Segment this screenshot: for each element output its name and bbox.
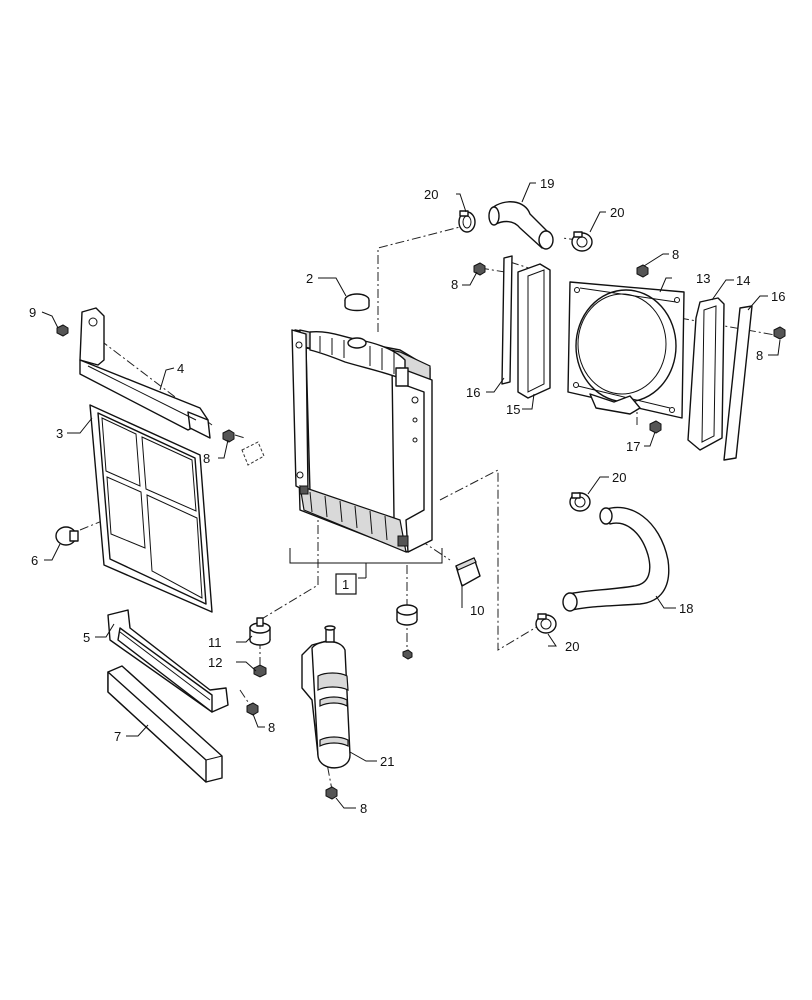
shroud-piece-15 — [517, 263, 551, 399]
callout-21: 21 — [380, 754, 394, 769]
filter-ghost — [241, 441, 265, 466]
mount-11 — [249, 617, 271, 646]
mount-right — [396, 604, 418, 660]
upper-hose-19 — [488, 201, 554, 250]
callout-4: 4 — [177, 361, 184, 376]
callout-8-tank: 8 — [360, 801, 367, 816]
callout-5: 5 — [83, 630, 90, 645]
bolt-8-lower — [246, 702, 259, 716]
callout-17: 17 — [626, 439, 640, 454]
lower-hose-18 — [562, 506, 670, 612]
assembly-bracket-1 — [289, 548, 443, 595]
knob-6 — [55, 526, 79, 546]
upper-bracket-4 — [79, 307, 211, 439]
callout-8-bracket: 8 — [203, 451, 210, 466]
callout-20-top-right: 20 — [610, 205, 624, 220]
callout-labels: 1 2 3 4 5 6 7 8 8 8 8 8 8 9 10 11 12 13 … — [29, 176, 785, 816]
seal-16-right — [723, 305, 786, 461]
grille-frame-3 — [89, 404, 213, 613]
callout-12: 12 — [208, 655, 222, 670]
callout-19: 19 — [540, 176, 554, 191]
callout-6: 6 — [31, 553, 38, 568]
callout-11: 11 — [208, 635, 222, 650]
callout-box-1 — [335, 573, 357, 595]
callout-15: 15 — [506, 402, 520, 417]
callout-8-lower: 8 — [268, 720, 275, 735]
fan-shroud-13 — [567, 264, 685, 434]
callout-8-seal: 8 — [451, 277, 458, 292]
clamp-20-top-right — [571, 231, 593, 252]
callout-20-top-left: 20 — [424, 187, 438, 202]
callout-13: 13 — [696, 271, 710, 286]
callout-16-right: 16 — [771, 289, 785, 304]
callout-18: 18 — [679, 601, 693, 616]
callout-2: 2 — [306, 271, 313, 286]
callout-7: 7 — [114, 729, 121, 744]
callout-8-right: 8 — [756, 348, 763, 363]
pad-10 — [455, 557, 481, 587]
leader-lines — [41, 182, 781, 809]
clamp-20-hose-bottom — [535, 613, 557, 634]
callout-16-left: 16 — [466, 385, 480, 400]
bolt-9 — [56, 324, 69, 337]
seal-16-left — [473, 255, 513, 385]
callout-20-hose-bottom: 20 — [565, 639, 579, 654]
callout-9: 9 — [29, 305, 36, 320]
foam-seal-7 — [107, 665, 223, 783]
expansion-tank-21 — [301, 625, 351, 800]
radiator-core — [291, 329, 433, 553]
nut-12 — [253, 664, 267, 678]
callout-14: 14 — [736, 273, 750, 288]
callout-20-hose-top: 20 — [612, 470, 626, 485]
seal-14 — [687, 297, 725, 451]
clamp-20-hose-top — [569, 492, 591, 512]
callout-8-shroud: 8 — [672, 247, 679, 262]
cap-2 — [344, 293, 370, 312]
callout-3: 3 — [56, 426, 63, 441]
callout-10: 10 — [470, 603, 484, 618]
callout-1: 1 — [342, 577, 349, 592]
lower-bracket-5 — [107, 609, 229, 713]
bolt-8-bracket — [222, 429, 235, 443]
clamp-20-top-left — [458, 210, 476, 233]
